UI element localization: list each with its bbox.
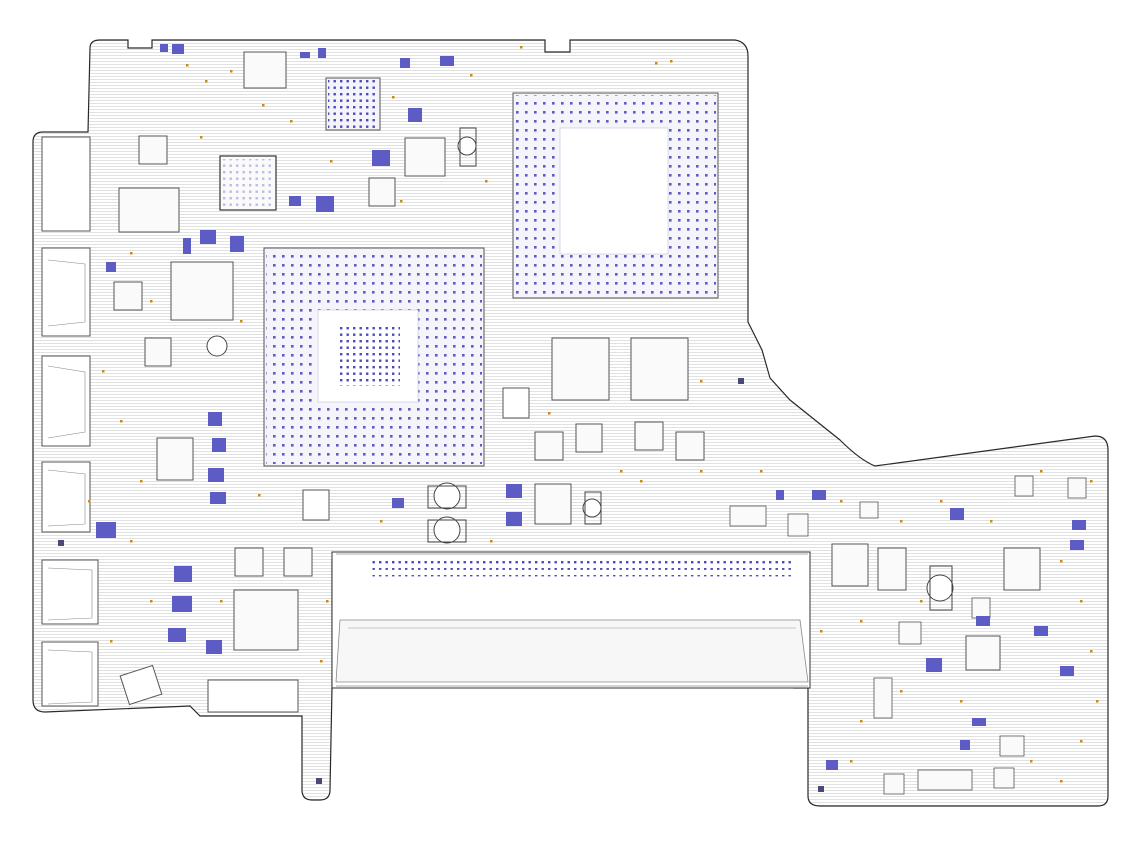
- chips: [113, 51, 1041, 671]
- port-connector: [41, 136, 91, 232]
- ic: [630, 337, 689, 401]
- cpu-bga: [263, 247, 485, 467]
- crystal: [457, 136, 477, 156]
- ic: [156, 437, 194, 481]
- inductor: [119, 664, 163, 706]
- crystal: [433, 482, 461, 510]
- ic: [965, 635, 1001, 671]
- left-ports: [41, 136, 99, 707]
- inductor: [502, 387, 530, 419]
- ic: [534, 483, 572, 525]
- ic: [404, 137, 446, 177]
- ic: [144, 337, 172, 367]
- gpu-bga: [512, 92, 719, 299]
- inductor: [302, 489, 330, 521]
- port-connector: [41, 461, 91, 533]
- board-to-board-connector: [331, 551, 811, 689]
- ic: [877, 547, 907, 591]
- inductors: [119, 387, 530, 713]
- crystals: [206, 136, 954, 602]
- ic: [634, 421, 664, 451]
- ic: [368, 177, 396, 207]
- port-connector: [41, 559, 99, 625]
- small-bga: [325, 77, 381, 131]
- crystal: [433, 516, 461, 544]
- ic: [243, 51, 287, 89]
- ic: [234, 547, 264, 577]
- port-connector: [41, 247, 91, 337]
- ic: [283, 547, 313, 577]
- ic: [534, 431, 564, 461]
- ic: [1003, 547, 1041, 591]
- connector-pin-row: [372, 561, 792, 578]
- ic: [138, 135, 168, 165]
- port-connector: [41, 355, 91, 447]
- ic: [113, 281, 143, 311]
- inductor: [207, 679, 299, 713]
- ic: [675, 431, 705, 461]
- crystal: [926, 574, 954, 602]
- ic: [170, 261, 234, 321]
- ic: [118, 187, 180, 233]
- ic: [575, 423, 603, 453]
- ic: [831, 543, 869, 587]
- crystal: [206, 335, 228, 357]
- ic: [233, 589, 299, 651]
- port-connector: [41, 641, 99, 707]
- crystal: [582, 498, 602, 518]
- ic: [551, 337, 610, 401]
